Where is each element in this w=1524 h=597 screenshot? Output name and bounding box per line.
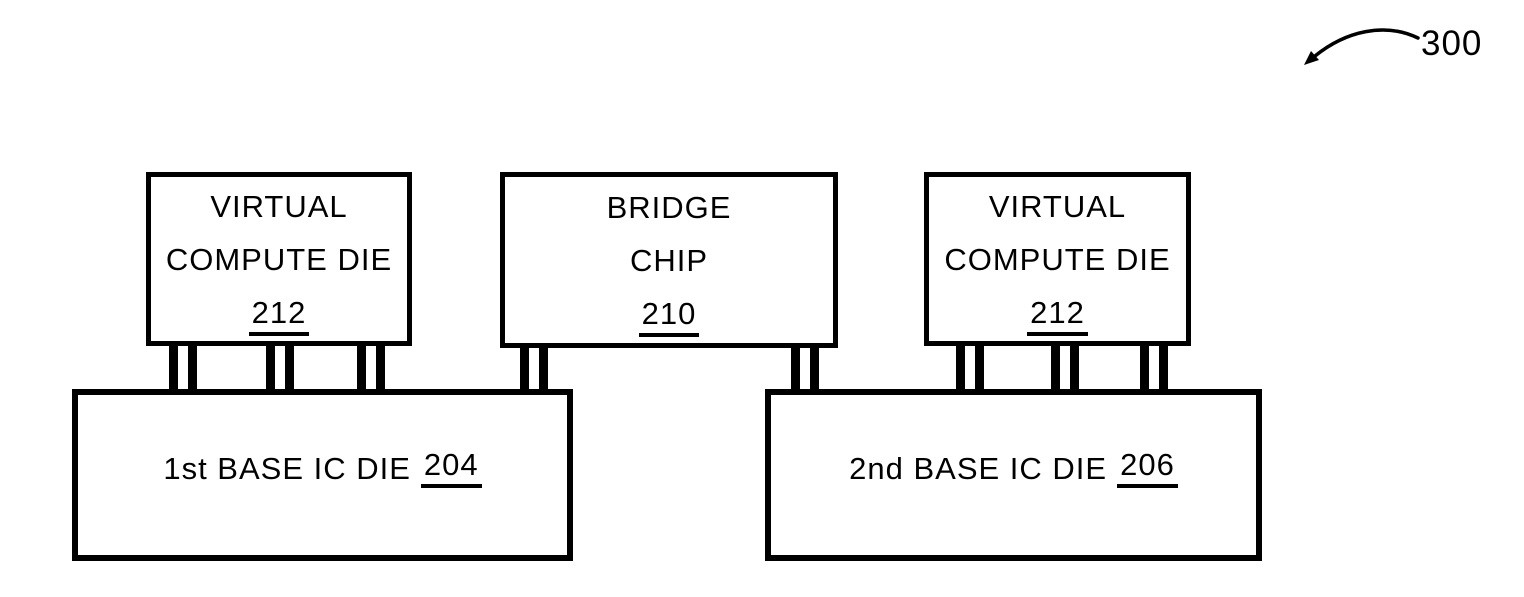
box-label: 1st BASE IC DIE <box>163 450 411 486</box>
box-label-line: CHIP <box>629 242 709 278</box>
box-label: 2nd BASE IC DIE <box>849 450 1108 486</box>
pin-connector <box>1140 340 1168 395</box>
pin-connector <box>956 340 984 395</box>
figure-number-label: 300 <box>1421 24 1483 63</box>
reference-numeral: 206 <box>1117 447 1178 489</box>
reference-numeral: 210 <box>638 296 700 338</box>
pin-connector <box>266 340 294 395</box>
reference-numeral: 204 <box>420 447 482 489</box>
box-bridge-chip: BRIDGE CHIP 210 <box>500 172 838 348</box>
box-ref-line: 210 <box>638 287 700 340</box>
box-label-line: BRIDGE <box>606 189 732 225</box>
box-label-line: VIRTUAL <box>210 188 348 224</box>
pin-connector <box>169 340 197 395</box>
pin-connector <box>357 340 385 395</box>
box-ref-line: 212 <box>1027 286 1088 339</box>
reference-numeral: 212 <box>248 295 310 337</box>
box-label-line: COMPUTE DIE <box>944 241 1171 277</box>
figure-leader-arrow-icon <box>1304 28 1420 65</box>
box-virtual-compute-die-right: VIRTUAL COMPUTE DIE 212 <box>924 172 1191 346</box>
pin-connector <box>1051 340 1079 395</box>
pin-connector <box>791 340 819 395</box>
box-label-line: VIRTUAL <box>988 188 1127 224</box>
box-ref-line: 212 <box>248 286 310 339</box>
reference-numeral: 212 <box>1027 295 1088 337</box>
box-second-base-ic-die: 2nd BASE IC DIE 206 <box>765 389 1262 561</box>
box-virtual-compute-die-left: VIRTUAL COMPUTE DIE 212 <box>146 172 412 346</box>
box-label-line: COMPUTE DIE <box>165 241 393 277</box>
pin-connector <box>520 340 548 395</box>
box-first-base-ic-die: 1st BASE IC DIE 204 <box>72 389 573 561</box>
